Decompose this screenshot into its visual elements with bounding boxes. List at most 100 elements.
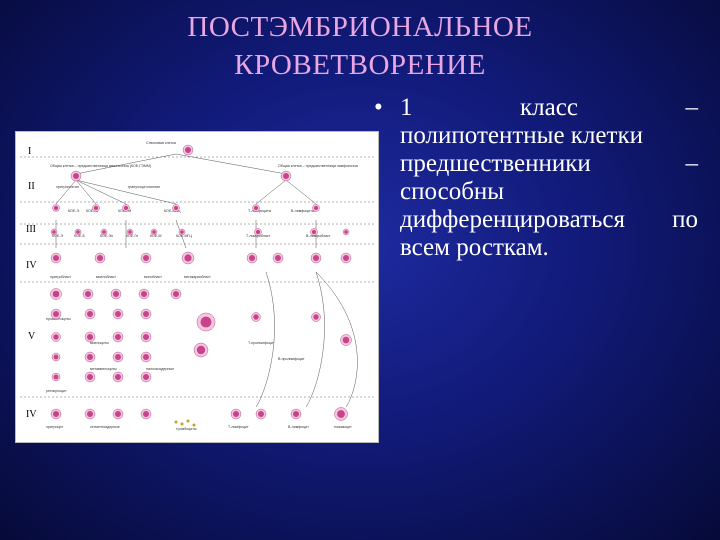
blood-cell-nucleus	[344, 230, 348, 234]
blood-cell-nucleus	[152, 230, 156, 234]
bullet-line-3: предшественники –	[400, 150, 698, 178]
blood-cell-nucleus	[313, 314, 319, 320]
bullet-word-predecessors: предшественники	[400, 150, 591, 177]
label-segmented: сегментоядерные	[90, 425, 120, 429]
bullet-word-class: класс	[520, 94, 578, 121]
blood-cell-nucleus	[173, 291, 179, 297]
label-platelets: тромбоциты	[176, 427, 197, 431]
blood-cell-nucleus	[53, 311, 59, 317]
blood-cell-nucleus	[87, 334, 93, 340]
label-row4-3: мегакариобласт	[184, 275, 211, 279]
hematopoiesis-diagram: I II III IV V IV Стволовая клетка Общая …	[15, 131, 379, 443]
slide-title: ПОСТЭМБРИОНАЛЬНОЕ КРОВЕТВОРЕНИЕ	[110, 8, 610, 84]
blood-cell-nucleus	[97, 255, 103, 261]
blood-cell-nucleus	[115, 354, 121, 360]
blood-cell-nucleus	[311, 229, 317, 235]
label-promyelo: промиелоциты	[46, 317, 71, 321]
label-koe-3-2: КОЕ-Эо	[100, 234, 113, 238]
blood-cell-nucleus	[173, 205, 179, 211]
label-stem-cell: Стволовая клетка	[146, 141, 176, 145]
blood-cell-nucleus	[115, 334, 121, 340]
blood-cell-nucleus	[115, 374, 121, 380]
blood-cell-nucleus	[342, 336, 350, 344]
label-t-cell-row: Т-лимфоциты	[248, 209, 272, 213]
blood-cell-nucleus	[87, 411, 93, 417]
blood-cell-nucleus	[253, 205, 259, 211]
blood-cell-nucleus	[53, 374, 59, 380]
blood-cell-nucleus	[53, 255, 59, 261]
blood-cell-nucleus	[196, 345, 206, 355]
blood-cell-nucleus	[143, 334, 149, 340]
label-koe-3-3: КОЕ-Гн	[126, 234, 138, 238]
blood-cell-nucleus	[87, 354, 93, 360]
label-class1-note: Общая клетка – предшественница миелопоэз…	[50, 164, 151, 168]
blood-cell-nucleus	[53, 205, 59, 211]
blood-cell-nucleus	[143, 255, 149, 261]
label-band: палочкоядерные	[146, 367, 174, 371]
blood-cell-nucleus	[52, 230, 56, 234]
blood-cell-nucleus	[141, 291, 147, 297]
blood-cell-nucleus	[53, 411, 59, 417]
label-koe-3-0: КОЕ-Э	[52, 234, 63, 238]
label-erythro: эритропоэтин	[56, 185, 79, 189]
blood-cell-nucleus	[93, 205, 99, 211]
title-line-2: КРОВЕТВОРЕНИЕ	[234, 49, 486, 81]
bullet-line-4: способны	[400, 178, 505, 205]
title-line-1: ПОСТЭМБРИОНАЛЬНОЕ	[187, 11, 533, 43]
platelet-dot	[192, 423, 196, 427]
label-t-pro: Т-пролимфоцит	[248, 341, 275, 345]
blood-cell-nucleus	[128, 230, 132, 234]
blood-cell-nucleus	[258, 411, 264, 417]
blood-cell-nucleus	[53, 334, 59, 340]
bullet-line-1: 1 класс –	[400, 94, 698, 122]
bullet-text: • 1 класс – полипотентные клетки предшес…	[374, 94, 698, 262]
label-b-cell-row: В-лимфоциты	[291, 209, 315, 213]
bullet-word-po: по	[672, 206, 698, 233]
blood-cell-nucleus	[115, 411, 121, 417]
label-erythrocyte: эритроцит	[46, 425, 64, 429]
blood-cell-nucleus	[313, 205, 319, 211]
connector-lines	[55, 153, 358, 408]
blood-cell-nucleus	[337, 410, 345, 418]
label-granulo: гранулоцитопоэтин	[128, 185, 160, 189]
label-plasmocyte: плазмоцит	[334, 425, 352, 429]
blood-cell-nucleus	[249, 255, 255, 261]
label-t-pre: Т-лимфобласт	[246, 234, 271, 238]
blood-cell-nucleus	[143, 311, 149, 317]
label-metamyelo: метамиелоциты	[90, 367, 117, 371]
blood-cell-nucleus	[143, 411, 149, 417]
row-label-3: III	[26, 224, 36, 235]
blood-cell-nucleus	[180, 230, 184, 234]
blood-cell-nucleus	[184, 254, 192, 262]
blood-cell-nucleus	[185, 147, 191, 153]
blood-cell-nucleus	[87, 374, 93, 380]
blood-cell-nucleus	[283, 173, 289, 179]
blood-cell-nucleus	[52, 290, 60, 298]
bullet-dash-2: –	[685, 150, 699, 177]
hematopoiesis-diagram-svg: I II III IV V IV Стволовая клетка Общая …	[20, 141, 374, 431]
label-b-pro: В-пролимфоцит	[278, 357, 305, 361]
blood-cell-nucleus	[233, 411, 239, 417]
label-b-lymph: В-лимфоцит	[288, 425, 309, 429]
blood-cell-nucleus	[115, 311, 121, 317]
bullet-dash-1: –	[685, 94, 698, 121]
blood-cell-nucleus	[143, 354, 149, 360]
blood-cell-nucleus	[53, 354, 59, 360]
label-koe-3-1: КОЕ-Б	[74, 234, 85, 238]
bullet-number: 1	[400, 94, 413, 121]
bullet-line-5: дифференцироваться по	[400, 206, 698, 234]
blood-cell-nucleus	[102, 230, 106, 234]
label-koe-3-4: КОЕ-М	[150, 234, 161, 238]
row-label-5: V	[28, 331, 36, 342]
label-lympho-note: Общая клетка – предшественница лимфопоэз…	[278, 164, 358, 168]
label-koe-3-5: КОЕ-МГЦ	[176, 234, 192, 238]
platelet-dot	[186, 419, 190, 423]
bullet-line-2: полипотентные клетки	[400, 122, 643, 149]
bullet-line-6: всем росткам.	[400, 234, 549, 261]
blood-cell-nucleus	[87, 311, 93, 317]
blood-cell-nucleus	[113, 291, 119, 297]
blood-cell-nucleus	[253, 314, 259, 320]
blood-cell-nucleus	[73, 173, 79, 179]
blood-cell-nucleus	[76, 230, 80, 234]
row-label-1: I	[28, 146, 31, 157]
